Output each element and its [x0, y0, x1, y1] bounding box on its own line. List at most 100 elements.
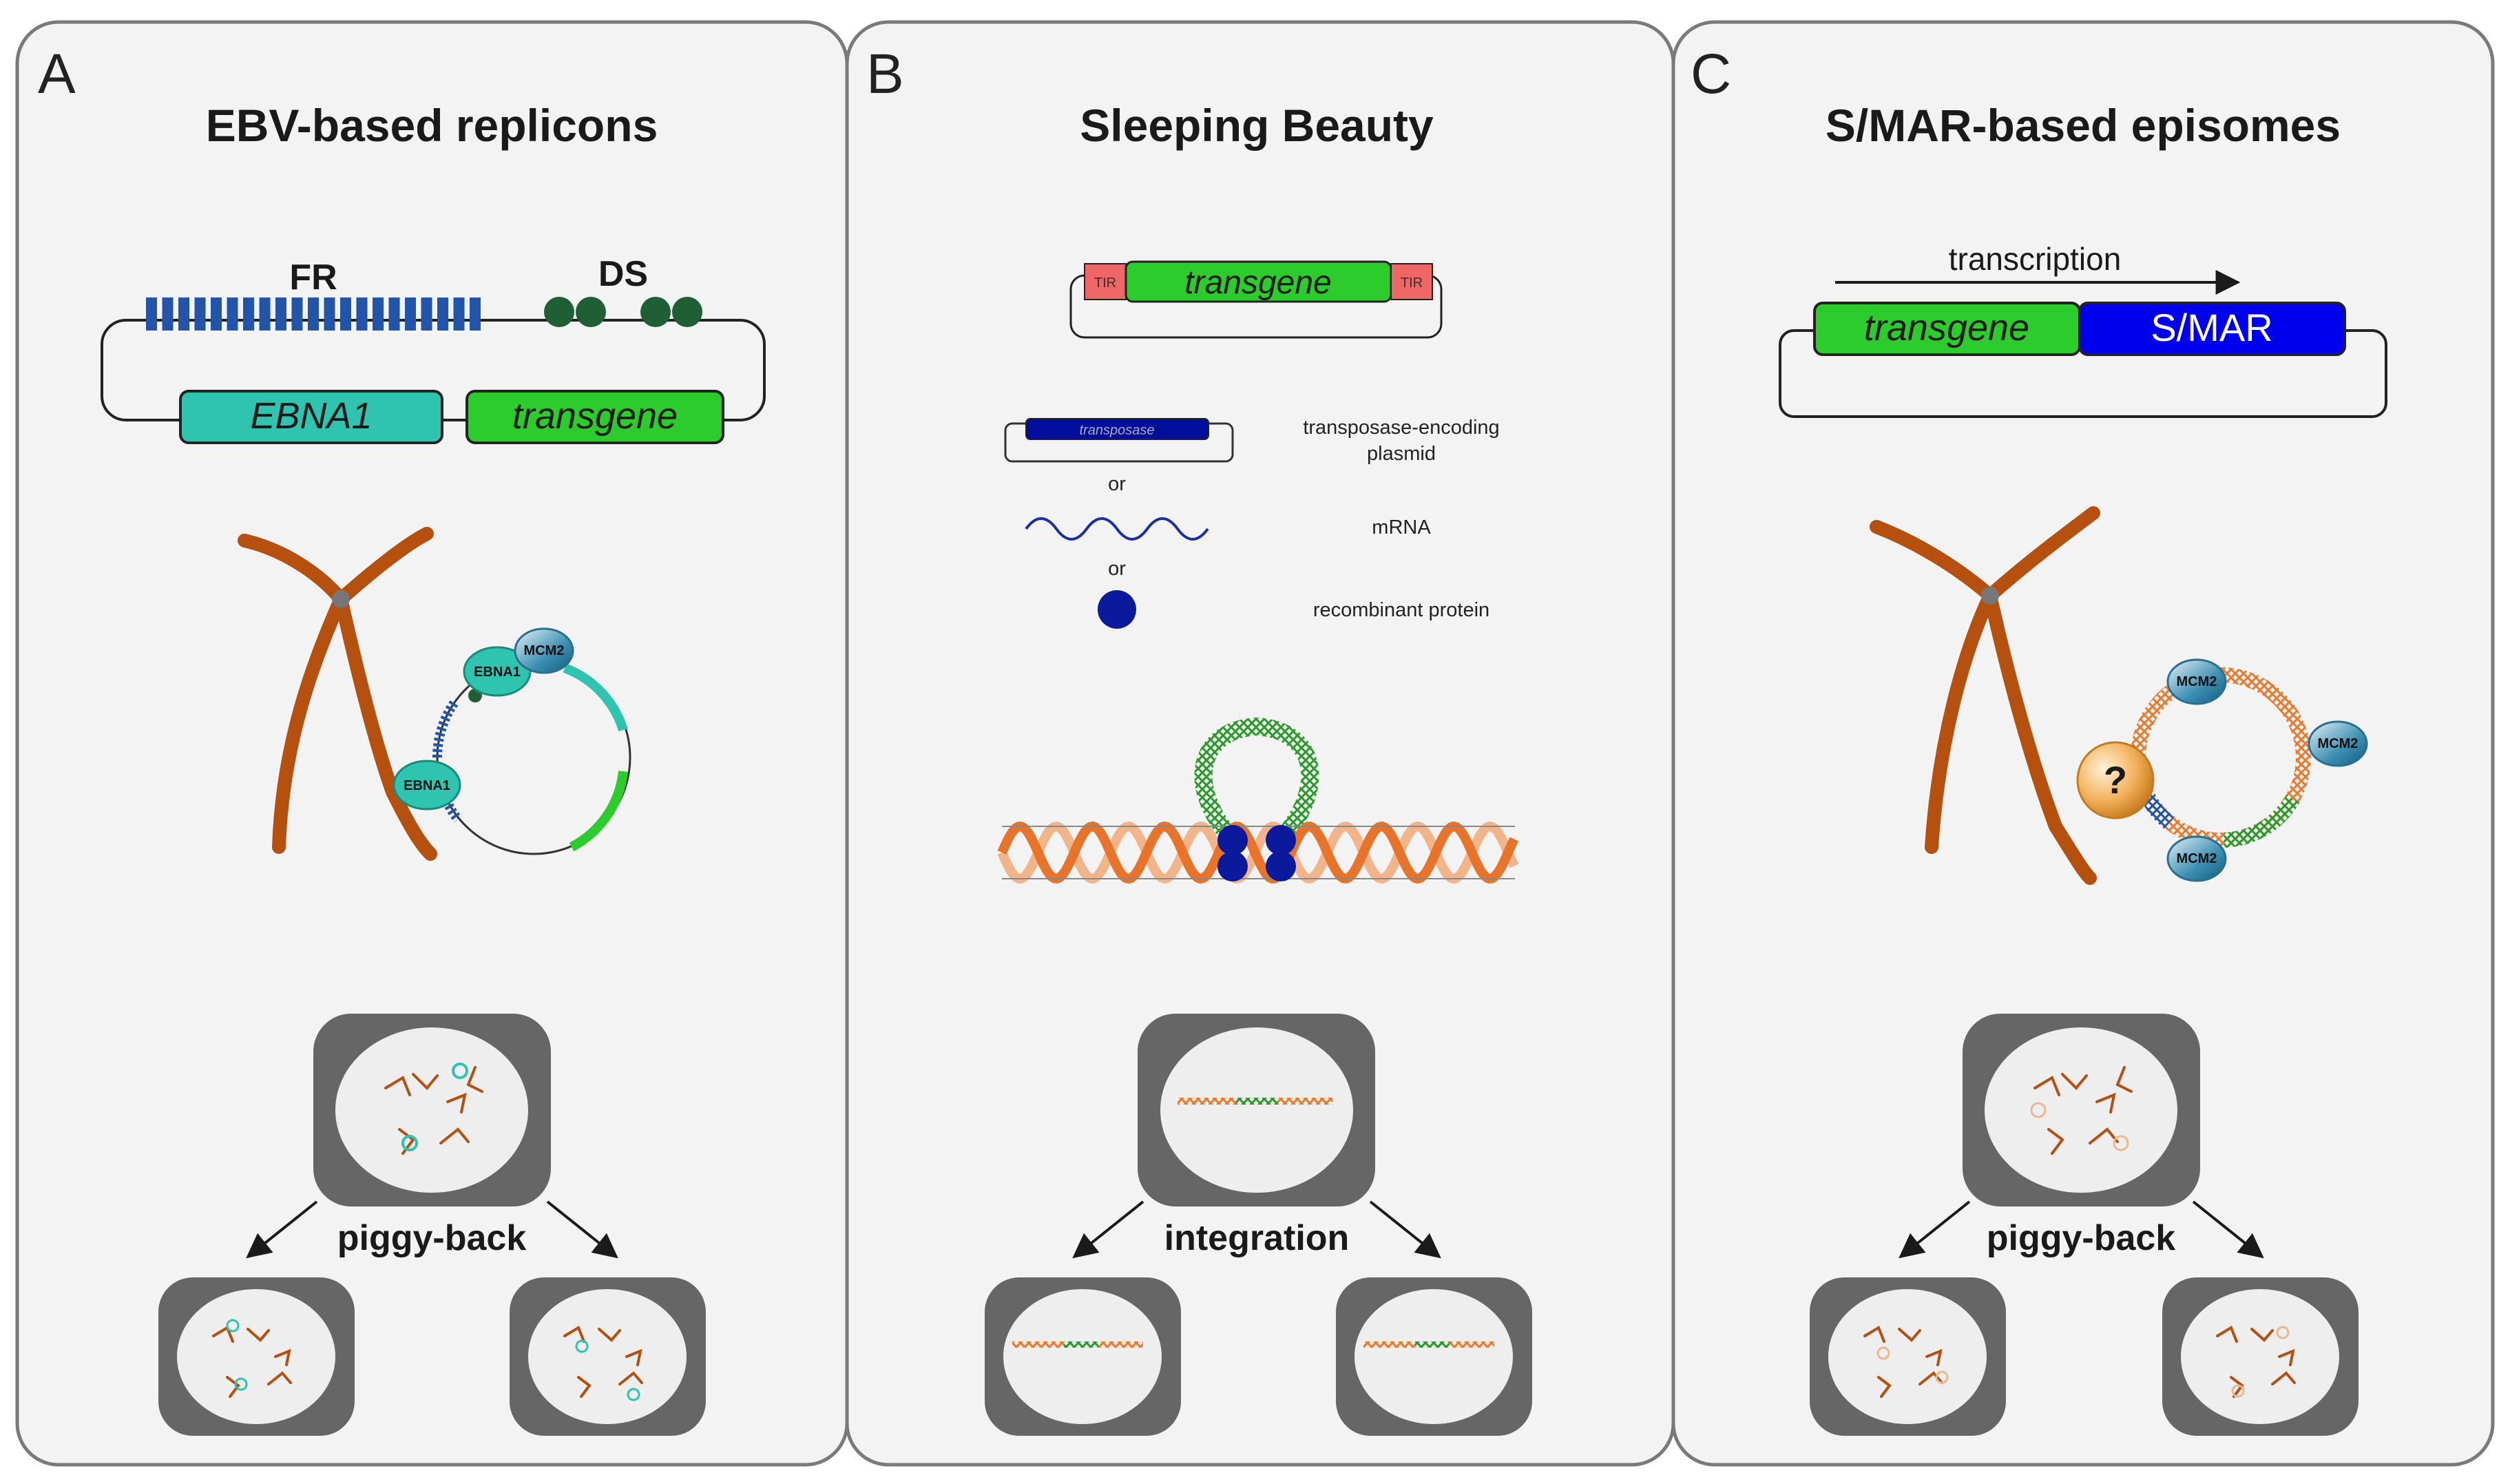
transcription-label: transcription [1949, 241, 2122, 277]
dna-helix [997, 821, 1519, 884]
transposase-sources: transposase transposase-encoding plasmid… [1004, 417, 1500, 629]
legend-protein: recombinant protein [1313, 599, 1489, 621]
daughter-cell-a-left [158, 1277, 355, 1436]
fr-repeat-unit [340, 297, 351, 331]
segregation-label-b: integration [1164, 1218, 1350, 1258]
arrow-right-c [2192, 1200, 2264, 1259]
fr-repeat-unit [453, 297, 465, 331]
cells-c: piggy-back [1810, 1014, 2359, 1436]
panel-a: A EBV-based replicons FR DS EBNA1 transg… [15, 20, 849, 1467]
svg-text:MCM2: MCM2 [2177, 674, 2217, 689]
smar-plasmid-map: transcription transgene S/MAR [1779, 241, 2387, 418]
fr-repeat-unit [356, 297, 368, 331]
parent-cell-b [1138, 1014, 1375, 1206]
fr-repeat-unit [227, 297, 238, 331]
smar-element [2078, 302, 2346, 356]
mcm2-protein-a [514, 627, 574, 674]
segregation-label-a: piggy-back [337, 1218, 527, 1258]
smar-label: S/MAR [2151, 306, 2272, 349]
svg-text:MCM2: MCM2 [2177, 851, 2217, 866]
svg-text:MCM2: MCM2 [524, 643, 565, 658]
arrow-right-b [1369, 1200, 1441, 1259]
mcm2-protein-c-bottom [2166, 835, 2227, 882]
integration-dna [997, 717, 1519, 884]
legend-plasmid: transposase-encoding [1303, 417, 1499, 439]
transgene-a-label: transgene [512, 395, 678, 437]
fr-repeat-unit [275, 297, 286, 331]
svg-text:TIR: TIR [1094, 275, 1116, 291]
fr-repeat-unit [373, 297, 384, 331]
fr-repeat-unit [162, 297, 174, 331]
svg-text:MCM2: MCM2 [2318, 736, 2359, 751]
panel-b-letter: B [866, 43, 904, 105]
svg-text:plasmid: plasmid [1367, 443, 1436, 465]
cells-a: piggy-back [158, 1014, 706, 1436]
panel-c-letter: C [1691, 43, 1731, 105]
ebna1-gene [179, 390, 443, 444]
ebna1-gene-label: EBNA1 [250, 395, 372, 437]
arrow-right-a [546, 1200, 618, 1259]
daughter-cell-b-left [985, 1277, 1181, 1436]
svg-text:TIR: TIR [1401, 275, 1423, 291]
unknown-factor [2076, 741, 2155, 819]
ebna1-protein-left [393, 760, 461, 811]
ds-label: DS [598, 254, 648, 294]
fr-repeat-unit [470, 297, 481, 331]
svg-text:EBNA1: EBNA1 [404, 778, 450, 793]
daughter-cell-a-right [510, 1277, 706, 1436]
fr-repeat-unit [308, 297, 319, 331]
recombinant-protein [1098, 590, 1136, 629]
panel-c: C S/MAR-based episomes transcription tra… [1671, 20, 2495, 1467]
panel-b-title: Sleeping Beauty [1080, 100, 1434, 151]
fr-repeat-unit [178, 297, 189, 331]
cells-b: integration [985, 1014, 1532, 1436]
mcm2-protein-c-right [2308, 720, 2368, 767]
arrow-left-c [1899, 1200, 1971, 1259]
svg-text:or: or [1108, 558, 1126, 580]
fr-repeat-unit [243, 297, 254, 331]
arrow-left-a [246, 1200, 318, 1259]
arrow-left-b [1072, 1200, 1144, 1259]
fr-repeat-unit [211, 297, 222, 331]
svg-text:transgene: transgene [1184, 264, 1332, 301]
fr-repeat-unit [437, 297, 448, 331]
fr-repeat-unit [291, 297, 303, 331]
daughter-cell-c-right [2162, 1277, 2359, 1436]
panel-a-letter: A [38, 43, 76, 105]
smar-tethering: ? MCM2 MCM2 MCM2 [1870, 506, 2368, 885]
panel-a-title: EBV-based replicons [206, 100, 658, 151]
mcm2-protein-c-top [2166, 658, 2227, 705]
transposase-gene [1025, 418, 1209, 440]
svg-text:?: ? [2104, 758, 2127, 802]
dna-strand [997, 821, 1519, 884]
fr-repeats [146, 297, 481, 331]
svg-text:or: or [1108, 473, 1126, 495]
svg-text:EBNA1: EBNA1 [474, 665, 521, 680]
ds-elements [544, 297, 702, 327]
transposon-plasmid: TIR transgene TIR [1069, 260, 1443, 339]
svg-text:transposase: transposase [1080, 423, 1155, 438]
daughter-cell-c-left [1810, 1277, 2006, 1436]
tir-right [1390, 263, 1433, 300]
mrna-wave [1025, 517, 1209, 541]
ebna1-protein-top [463, 646, 532, 697]
ebv-tethering: EBNA1 EBNA1 MCM2 [238, 527, 631, 861]
fr-repeat-unit [405, 297, 416, 331]
svg-text:transgene: transgene [1864, 307, 2029, 348]
panel-c-title: S/MAR-based episomes [1826, 100, 2341, 151]
segregation-label-c: piggy-back [1987, 1218, 2176, 1258]
fr-repeat-unit [388, 297, 400, 331]
parent-cell-a [313, 1014, 551, 1206]
fr-repeat-unit [259, 297, 271, 331]
fr-repeat-unit [421, 297, 432, 331]
parent-cell-c [1963, 1014, 2200, 1206]
dna-strand [997, 821, 1519, 884]
panel-c-frame [1671, 20, 2495, 1467]
ebv-plasmid-map: FR DS EBNA1 transgene [101, 254, 766, 444]
legend-mrna: mRNA [1372, 516, 1431, 539]
fr-repeat-unit [146, 297, 157, 331]
daughter-cell-b-right [1336, 1277, 1532, 1436]
fr-label: FR [289, 258, 337, 297]
fr-repeat-unit [194, 297, 206, 331]
panel-b: B Sleeping Beauty TIR transgene TIR tran… [845, 20, 1675, 1467]
